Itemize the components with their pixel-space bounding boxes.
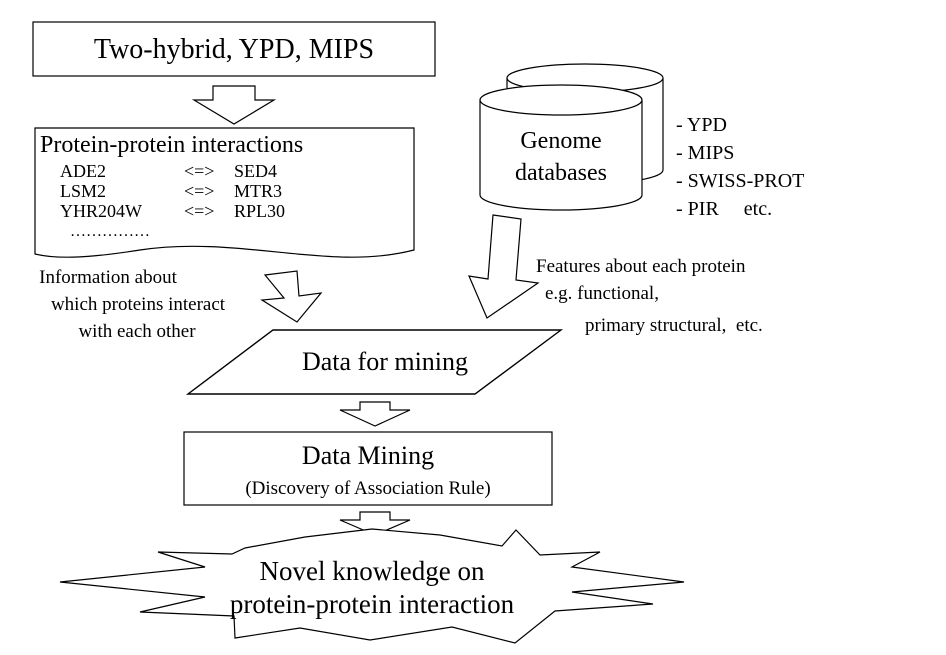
arrow-down-icon — [339, 511, 411, 536]
database-source-list: - YPD - MIPS - SWISS-PROT - PIR etc. — [676, 114, 804, 220]
row-operator: <=> — [184, 181, 214, 201]
front-cylinder-top — [479, 84, 643, 116]
interactions-title: Protein-protein interactions — [40, 132, 303, 158]
mining-data-shape: Data for mining — [185, 329, 564, 395]
row-operator: <=> — [184, 161, 214, 181]
note-line: with each other — [78, 321, 196, 342]
outcome-line1: Novel knowledge on — [260, 556, 485, 586]
row-operator: <=> — [184, 201, 214, 221]
interaction-info-note: Information about which proteins interac… — [39, 267, 226, 342]
interactions-document: Protein-protein interactions ADE2 <=> SE… — [34, 127, 415, 258]
row-left: ADE2 — [60, 161, 106, 181]
starburst-shape — [59, 528, 685, 644]
document-shape — [34, 127, 415, 258]
row-right: SED4 — [234, 161, 277, 181]
row-right: RPL30 — [234, 201, 285, 221]
rows-ellipsis: …………… — [70, 223, 150, 240]
database-source-item: - YPD — [676, 114, 727, 136]
row-left: LSM2 — [60, 181, 106, 201]
outcome-starburst: Novel knowledge on protein-protein inter… — [59, 528, 685, 644]
arrow-down-icon — [260, 270, 323, 323]
database-label-line2: databases — [515, 160, 607, 186]
database-icon: Genome databases — [479, 63, 664, 211]
data-mining-subtitle: (Discovery of Association Rule) — [245, 478, 490, 499]
database-source-item: - PIR etc. — [676, 198, 772, 220]
database-source-item: - SWISS-PROT — [676, 170, 804, 192]
database-source-item: - MIPS — [676, 142, 734, 164]
arrow-down-icon — [468, 214, 540, 319]
database-label-line1: Genome — [520, 128, 601, 154]
mining-data-label: Data for mining — [302, 347, 468, 376]
row-left: YHR204W — [60, 201, 142, 221]
front-cylinder-body — [479, 100, 643, 211]
data-mining-title: Data Mining — [302, 441, 434, 470]
note-line: Features about each protein — [536, 256, 746, 277]
note-line: which proteins interact — [51, 294, 226, 315]
arrow-down-icon — [191, 85, 277, 125]
source-box: Two-hybrid, YPD, MIPS — [32, 21, 436, 77]
note-line: e.g. functional, — [545, 283, 659, 304]
row-right: MTR3 — [234, 181, 282, 201]
parallelogram-frame — [185, 329, 564, 395]
data-mining-frame — [183, 431, 553, 506]
data-mining-box: Data Mining (Discovery of Association Ru… — [183, 431, 553, 506]
source-box-label: Two-hybrid, YPD, MIPS — [94, 34, 374, 65]
source-box-frame — [32, 21, 436, 77]
arrow-down-icon — [339, 401, 411, 427]
note-line: primary structural, etc. — [585, 315, 763, 336]
note-line: Information about — [39, 267, 177, 288]
outcome-line2: protein-protein interaction — [230, 589, 515, 619]
protein-features-note: Features about each protein e.g. functio… — [536, 256, 763, 336]
